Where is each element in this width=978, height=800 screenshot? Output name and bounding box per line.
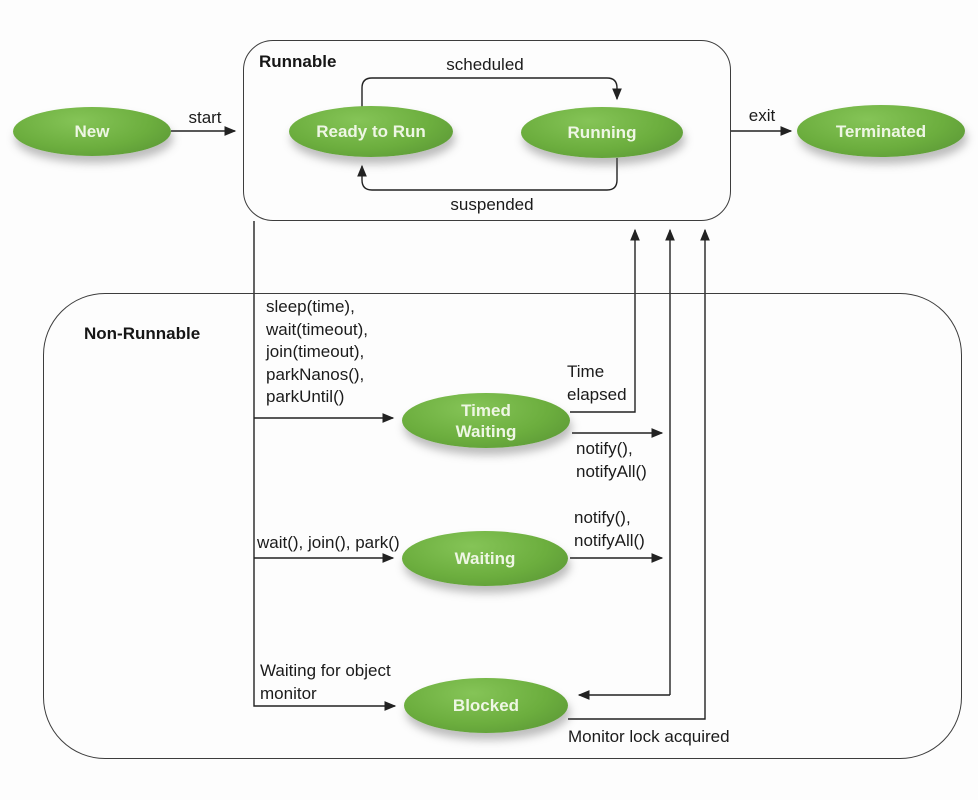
label-sleep-methods-line4: parkNanos(), — [266, 364, 365, 384]
arrow-suspended — [357, 158, 618, 191]
state-blocked-label: Blocked — [452, 696, 520, 715]
state-timed-waiting: Timed Waiting — [402, 393, 570, 448]
state-timed-waiting-label-line1: Timed — [461, 400, 511, 420]
state-new: New — [13, 107, 171, 156]
label-notify-from-timed-waiting-line2: notifyAll() — [576, 461, 647, 481]
state-terminated-label: Terminated — [835, 121, 927, 141]
label-monitor-lock-acquired: Monitor lock acquired — [568, 727, 730, 746]
label-notify-from-timed-waiting: notify(), notifyAll() — [576, 438, 647, 483]
label-sleep-methods-line2: wait(timeout), — [266, 319, 369, 339]
label-sleep-methods-line5: parkUntil() — [266, 387, 345, 406]
label-notify-from-waiting-line2: notifyAll() — [574, 530, 645, 550]
label-waiting-for-object-monitor: Waiting for object monitor — [260, 660, 391, 705]
state-running: Running — [521, 107, 683, 158]
state-ready-to-run-label: Ready to Run — [316, 122, 426, 141]
state-timed-waiting-label-line2: Waiting — [455, 421, 517, 441]
label-sleep-methods: sleep(time), wait(timeout), join(timeout… — [266, 296, 368, 409]
non-runnable-container — [43, 293, 962, 759]
label-start: start — [188, 108, 222, 127]
label-waiting-for-object-monitor-line1: Waiting for object — [260, 661, 391, 680]
label-waiting-for-object-monitor-line2: monitor — [260, 683, 317, 703]
label-exit: exit — [748, 106, 776, 125]
arrow-monitor-lock-acquired — [568, 228, 710, 720]
runnable-container-title: Runnable — [259, 52, 337, 71]
state-waiting: Waiting — [402, 531, 568, 586]
arrow-scheduled — [361, 77, 622, 107]
label-notify-from-waiting: notify(), notifyAll() — [574, 507, 645, 552]
label-notify-from-waiting-line1: notify(), — [574, 508, 631, 527]
label-scheduled: scheduled — [446, 55, 524, 74]
state-ready-to-run: Ready to Run — [289, 106, 453, 157]
state-waiting-label: Waiting — [454, 549, 516, 568]
state-blocked: Blocked — [404, 678, 568, 733]
label-time-elapsed-line2: elapsed — [567, 384, 627, 404]
label-sleep-methods-line1: sleep(time), — [266, 297, 355, 316]
label-sleep-methods-line3: join(timeout), — [266, 342, 365, 361]
label-wait-join-park: wait(), join(), park() — [257, 533, 400, 552]
non-runnable-container-title: Non-Runnable — [84, 324, 201, 343]
label-time-elapsed-line1: Time — [567, 362, 605, 381]
runnable-container — [243, 40, 731, 221]
label-notify-from-timed-waiting-line1: notify(), — [576, 439, 633, 458]
state-terminated: Terminated — [797, 105, 965, 157]
state-new-label: New — [74, 122, 110, 141]
arrow-to-blocked — [253, 221, 397, 711]
state-running-label: Running — [567, 123, 637, 142]
arrow-time-elapsed — [570, 228, 640, 413]
label-suspended: suspended — [450, 195, 534, 214]
label-time-elapsed: Time elapsed — [567, 361, 627, 406]
